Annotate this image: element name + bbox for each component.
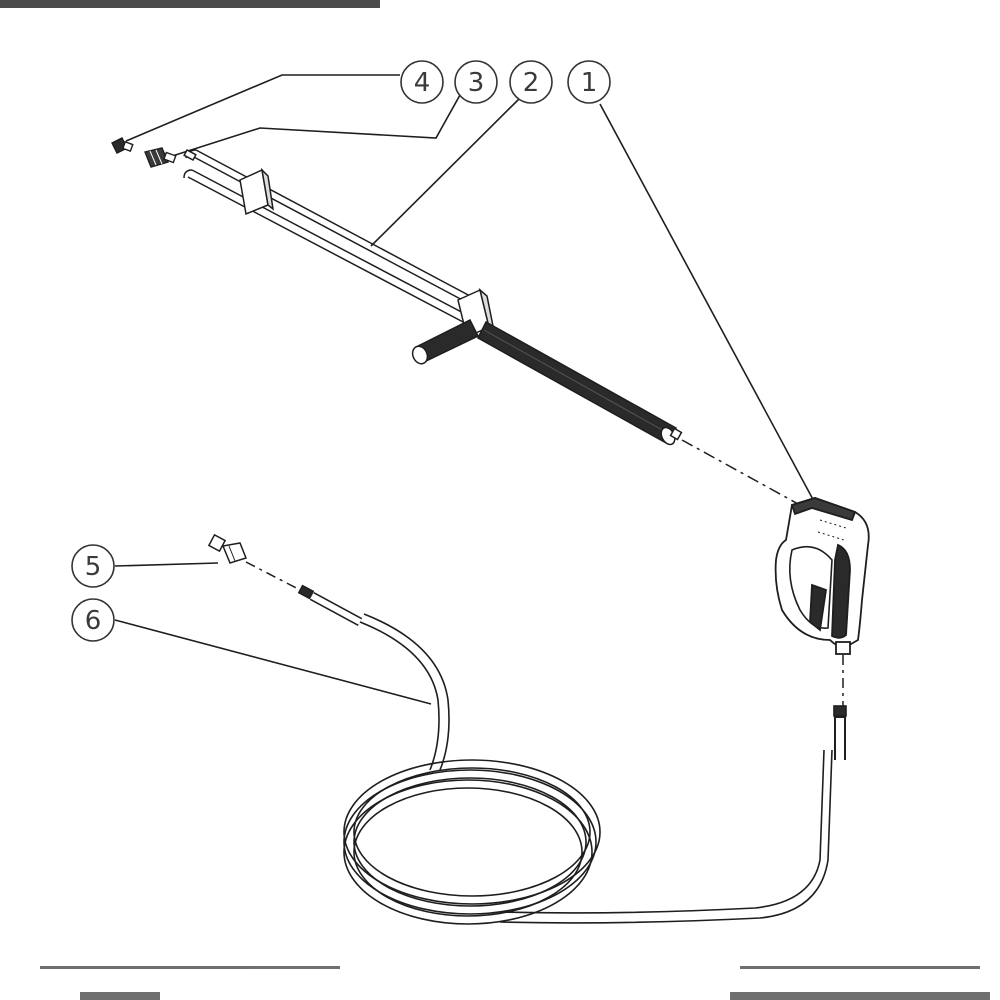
leader-line-1 xyxy=(599,103,817,506)
callout-label-5: 5 xyxy=(85,552,102,582)
leader-lines xyxy=(114,74,817,705)
part-3-quick-coupler xyxy=(144,147,177,168)
callout-label-6: 6 xyxy=(85,606,102,636)
callout-label-1: 1 xyxy=(581,68,598,98)
leader-line-5 xyxy=(114,562,219,567)
part-4-nozzle-tip xyxy=(111,137,134,154)
callout-1: 1 xyxy=(567,60,611,104)
callout-2: 2 xyxy=(509,60,553,104)
callout-label-3: 3 xyxy=(468,68,485,98)
assembly-line-wand-gun xyxy=(681,439,801,506)
part-2-dual-lance xyxy=(183,148,683,446)
callout-6: 6 xyxy=(71,598,115,642)
leader-line-4 xyxy=(125,74,400,142)
callout-label-4: 4 xyxy=(414,68,431,98)
leader-line-2 xyxy=(370,97,521,247)
cropped-footer-text xyxy=(40,966,990,1000)
cropped-header-text xyxy=(0,0,380,8)
assembly-line-adapter-hose xyxy=(245,561,305,593)
callout-label-2: 2 xyxy=(523,68,540,98)
leader-line-6 xyxy=(114,619,432,705)
part-1-trigger-gun xyxy=(774,497,870,655)
part-5-adapter-fitting xyxy=(207,533,247,564)
callout-3: 3 xyxy=(454,60,498,104)
callout-5: 5 xyxy=(71,544,115,588)
part-6-coiled-hose xyxy=(297,584,847,925)
callout-4: 4 xyxy=(400,60,444,104)
leader-line-3 xyxy=(165,94,461,159)
